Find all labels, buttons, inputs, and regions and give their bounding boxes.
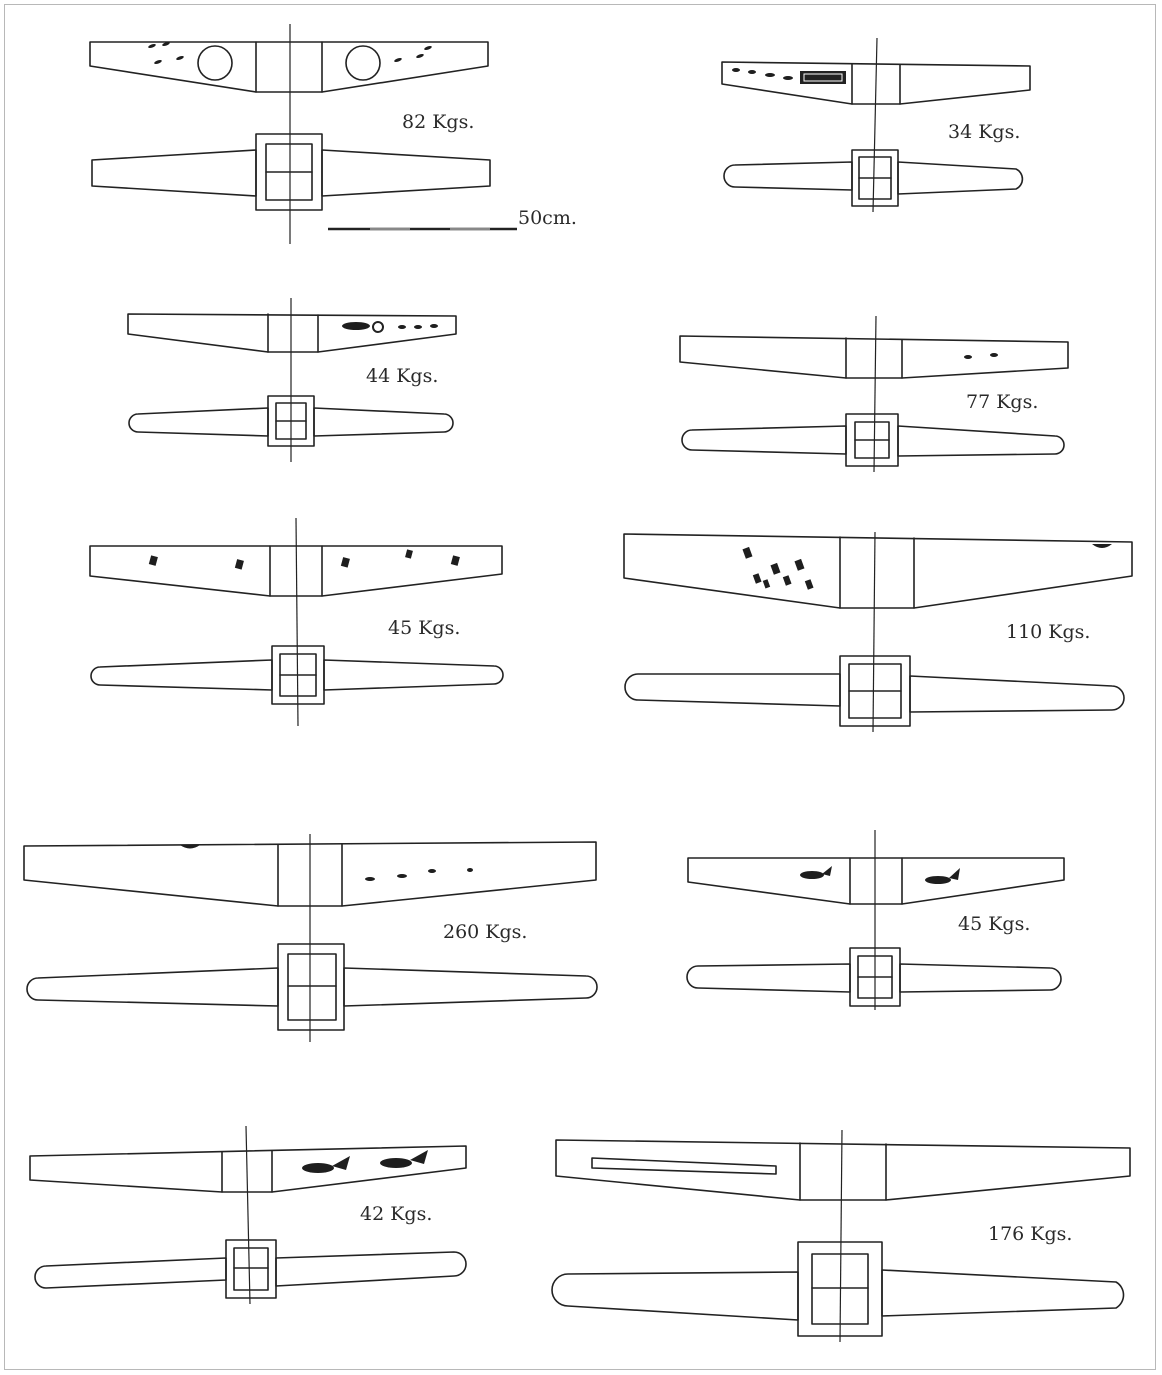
anchor-42-side-view xyxy=(29,1145,467,1193)
anchor-34-weight-label: 34 Kgs. xyxy=(948,121,1020,143)
scale-bar-label: 50cm. xyxy=(518,207,577,229)
scale-bar: 50cm. xyxy=(328,207,577,231)
anchor-176-top-view xyxy=(551,1241,1125,1337)
anchor-176-weight-label: 176 Kgs. xyxy=(988,1223,1072,1245)
anchor-44-weight-label: 44 Kgs. xyxy=(366,365,438,387)
anchor-45b-drawing: 45 Kgs. xyxy=(686,830,1065,1010)
anchor-44-drawing: 44 Kgs. xyxy=(127,298,457,462)
anchor-260-side-view xyxy=(23,841,597,907)
anchor-110-side-view xyxy=(623,533,1133,609)
anchor-77-drawing: 77 Kgs. xyxy=(679,315,1069,473)
anchor-82-weight-label: 82 Kgs. xyxy=(402,111,474,133)
anchor-110-weight-label: 110 Kgs. xyxy=(1006,621,1090,643)
anchor-45b-weight-label: 45 Kgs. xyxy=(958,913,1030,935)
anchor-44-side-view xyxy=(127,313,457,353)
fish-motif-left xyxy=(800,866,832,879)
anchor-110-center-axis xyxy=(872,531,876,733)
anchor-77-center-axis xyxy=(873,315,877,473)
anchor-45b-side-view xyxy=(687,857,1065,905)
anchor-110-drawing: 110 Kgs. xyxy=(623,531,1133,733)
anchor-82-drawing: 82 Kgs. 50cm. xyxy=(89,24,577,244)
anchor-42-center-axis xyxy=(245,1125,251,1305)
anchor-260-top-view xyxy=(26,943,598,1031)
fish-motif-right xyxy=(380,1150,428,1168)
anchor-176-center-axis xyxy=(839,1129,843,1343)
anchor-82-top-view xyxy=(91,133,491,211)
anchor-45a-side-view xyxy=(89,545,503,597)
anchor-77-weight-label: 77 Kgs. xyxy=(966,391,1038,413)
anchor-45a-weight-label: 45 Kgs. xyxy=(388,617,460,639)
anchor-34-center-axis xyxy=(872,37,878,213)
anchor-45b-top-view xyxy=(686,947,1062,1007)
anchor-77-top-view xyxy=(681,413,1065,467)
anchor-42-drawing: 42 Kgs. xyxy=(29,1125,467,1305)
anchor-110-top-view xyxy=(624,655,1125,727)
anchor-42-top-view xyxy=(34,1239,467,1299)
anchor-34-drawing: 34 Kgs. xyxy=(721,37,1031,213)
fish-motif-right xyxy=(925,868,960,884)
anchor-176-drawing: 176 Kgs. xyxy=(551,1129,1131,1343)
anchor-42-weight-label: 42 Kgs. xyxy=(360,1203,432,1225)
anchor-77-side-view xyxy=(679,335,1069,379)
anchor-260-weight-label: 260 Kgs. xyxy=(443,921,527,943)
anchor-260-drawing: 260 Kgs. xyxy=(23,834,598,1042)
fish-motif-left xyxy=(302,1156,350,1173)
anchor-45a-drawing: 45 Kgs. xyxy=(89,517,504,727)
anchor-34-side-view xyxy=(721,61,1031,105)
anchor-176-side-view xyxy=(555,1139,1131,1201)
anchor-82-side-view xyxy=(89,41,489,93)
anchor-45a-center-axis xyxy=(295,517,299,727)
